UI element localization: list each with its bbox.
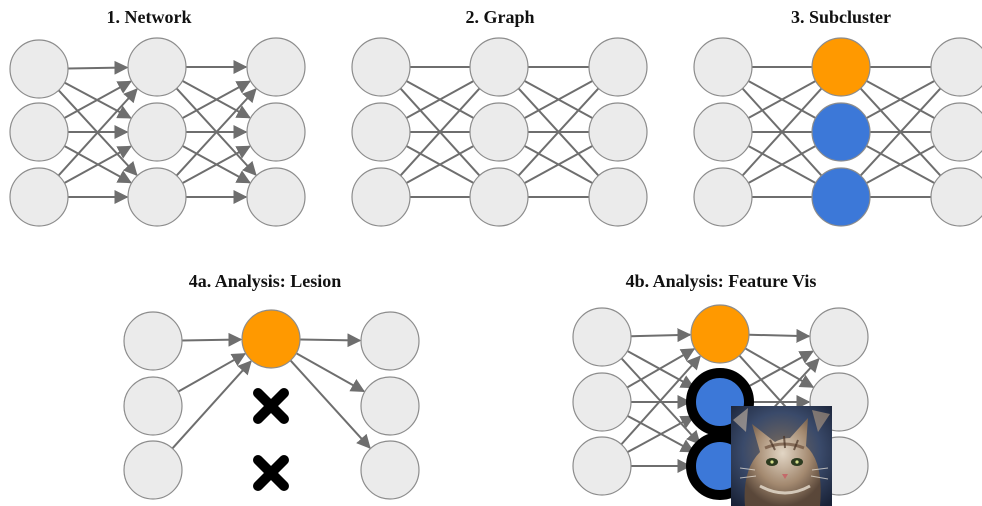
neuron bbox=[693, 37, 753, 97]
edge bbox=[741, 87, 823, 177]
neuron bbox=[930, 102, 982, 162]
edge-arrow bbox=[626, 348, 696, 389]
edge-arrow bbox=[181, 80, 251, 119]
neuron bbox=[588, 102, 648, 162]
neuron bbox=[246, 37, 306, 97]
edge-arrow bbox=[63, 145, 132, 184]
neuron-orange bbox=[811, 37, 871, 97]
neuron bbox=[360, 440, 420, 500]
edge bbox=[523, 80, 594, 119]
neuron bbox=[930, 37, 982, 97]
neuron-blue bbox=[811, 102, 871, 162]
feature-vis-image bbox=[731, 406, 832, 506]
edge bbox=[405, 80, 475, 119]
neuron bbox=[469, 102, 529, 162]
neuron bbox=[693, 167, 753, 227]
neuron bbox=[588, 167, 648, 227]
neuron bbox=[469, 167, 529, 227]
neuron bbox=[9, 167, 69, 227]
neuron bbox=[809, 307, 869, 367]
neuron bbox=[572, 372, 632, 432]
edge bbox=[747, 145, 817, 184]
neuron bbox=[9, 102, 69, 162]
neuron bbox=[123, 440, 183, 500]
neuron bbox=[9, 39, 69, 99]
edge bbox=[405, 145, 475, 184]
neuron bbox=[123, 311, 183, 371]
edge-arrow bbox=[627, 415, 695, 454]
neuron bbox=[693, 102, 753, 162]
cross-icon bbox=[253, 455, 289, 491]
cross-icon bbox=[253, 388, 289, 424]
neuron bbox=[351, 102, 411, 162]
neuron bbox=[572, 307, 632, 367]
panel-title-feature-vis: 4b. Analysis: Feature Vis bbox=[625, 271, 817, 291]
neuron-blue bbox=[811, 167, 871, 227]
neuron bbox=[588, 37, 648, 97]
panel-title-graph: 2. Graph bbox=[465, 7, 535, 27]
edge-arrow bbox=[299, 333, 362, 348]
neuron-orange bbox=[241, 309, 301, 369]
edge-arrow bbox=[295, 352, 366, 393]
edge-arrow bbox=[181, 145, 251, 184]
edge bbox=[747, 80, 817, 119]
edge bbox=[517, 87, 600, 177]
panel-title-network: 1. Network bbox=[106, 7, 192, 27]
neuron bbox=[360, 311, 420, 371]
edge-arrow bbox=[748, 328, 811, 343]
edge-arrow bbox=[289, 359, 371, 449]
edge-arrow bbox=[630, 328, 692, 343]
neuron bbox=[930, 167, 982, 227]
neuron bbox=[123, 376, 183, 436]
edge-arrow bbox=[177, 352, 247, 393]
neuron bbox=[572, 436, 632, 496]
neuron bbox=[360, 376, 420, 436]
neuron bbox=[246, 167, 306, 227]
neuron bbox=[351, 167, 411, 227]
edge-arrow bbox=[181, 332, 243, 347]
neuron bbox=[127, 102, 187, 162]
edge bbox=[865, 80, 936, 119]
edge bbox=[523, 145, 594, 184]
panel-title-subcluster: 3. Subcluster bbox=[790, 7, 892, 27]
edge-arrow bbox=[67, 60, 129, 75]
neuron-orange bbox=[690, 304, 750, 364]
neuron bbox=[127, 37, 187, 97]
neuron bbox=[127, 167, 187, 227]
neuron bbox=[246, 102, 306, 162]
edge-arrow bbox=[171, 360, 252, 450]
edge bbox=[399, 87, 481, 177]
edge-arrow bbox=[57, 88, 138, 177]
edge bbox=[865, 145, 936, 184]
edge-arrow bbox=[744, 350, 814, 389]
edge-arrow bbox=[620, 355, 701, 446]
neuron bbox=[469, 37, 529, 97]
edge bbox=[859, 87, 942, 177]
edge-arrow bbox=[63, 80, 132, 119]
edge-arrow bbox=[744, 347, 815, 388]
edge-arrow bbox=[175, 88, 257, 177]
panel-title-lesion: 4a. Analysis: Lesion bbox=[188, 271, 342, 291]
neuron bbox=[351, 37, 411, 97]
